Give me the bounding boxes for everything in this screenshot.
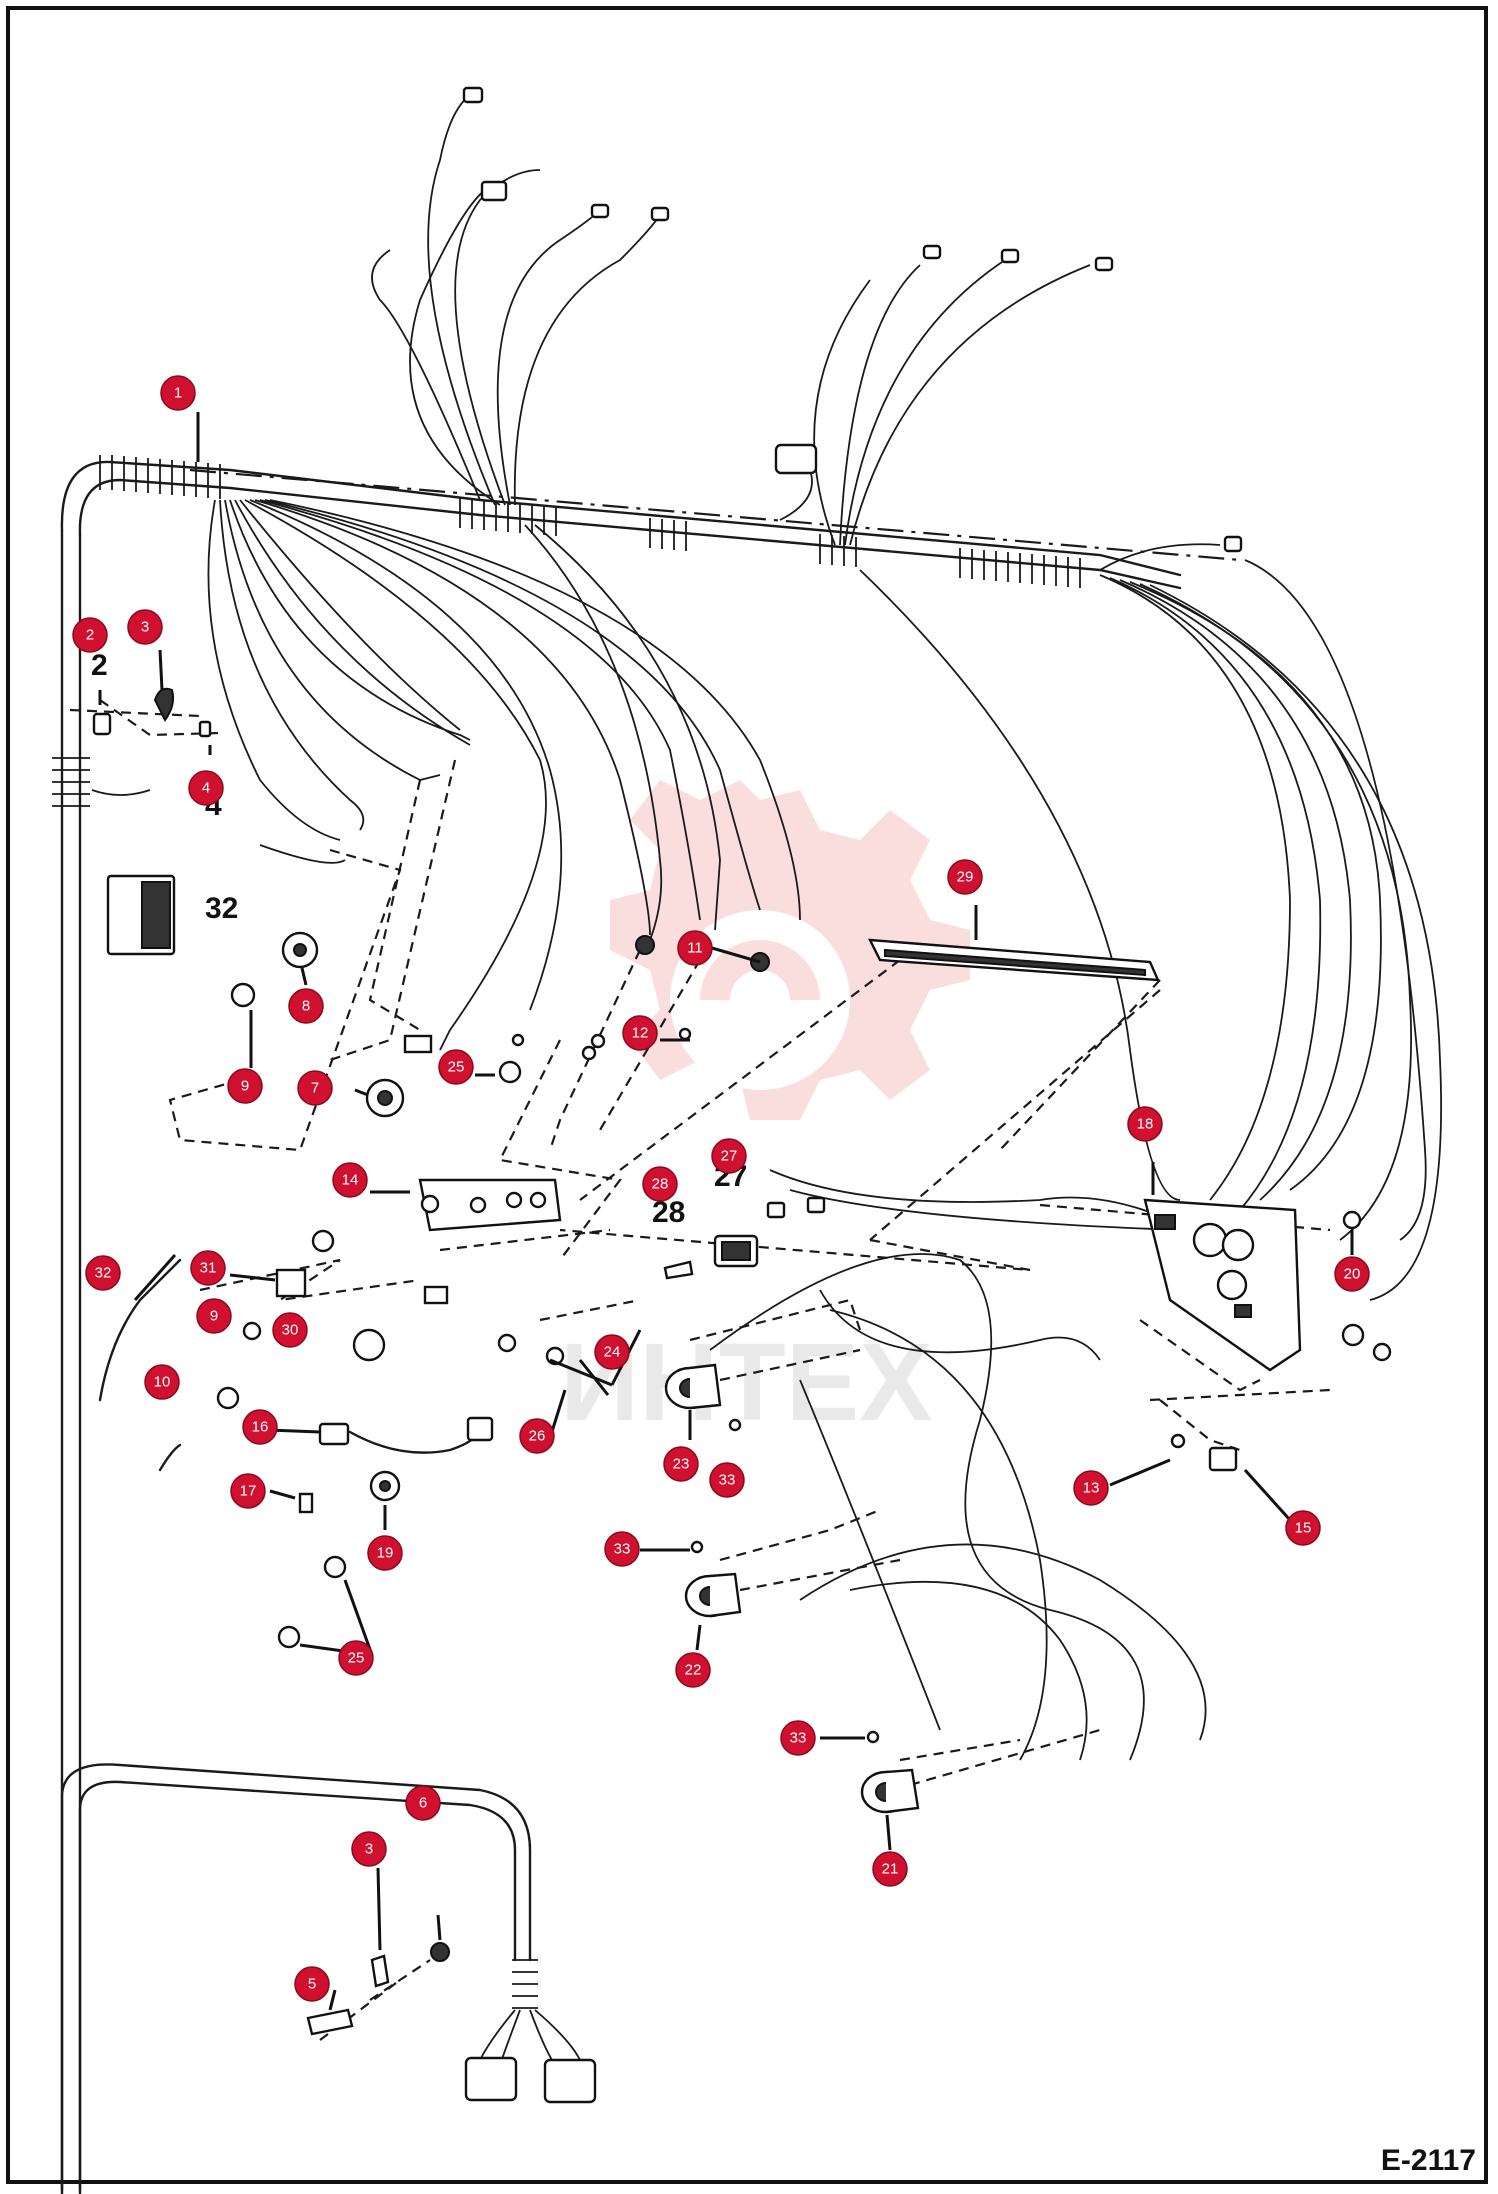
callout-16: 16: [242, 1409, 278, 1445]
callout-11: 11: [677, 930, 713, 966]
callout-10: 10: [144, 1364, 180, 1400]
watermark-logo: [610, 780, 970, 1120]
svg-text:16: 16: [252, 1419, 269, 1436]
lower-harness-end: [60, 1763, 597, 2192]
callout-33-upper: 33: [709, 1462, 745, 1498]
svg-text:20: 20: [1344, 1266, 1361, 1283]
svg-text:2: 2: [86, 627, 94, 644]
callout-12: 12: [622, 1015, 658, 1051]
svg-text:28: 28: [652, 1176, 669, 1193]
main-harness: [52, 455, 1241, 2194]
callout-28: 28: [642, 1166, 678, 1202]
callout-6: 6: [405, 1785, 441, 1821]
svg-text:8: 8: [302, 998, 310, 1015]
svg-text:9: 9: [241, 1078, 249, 1095]
svg-text:32: 32: [95, 1265, 112, 1282]
callout-25-lower: 25: [338, 1640, 374, 1676]
callout-1: 1: [160, 375, 196, 411]
callout-25-middle: 25: [438, 1049, 474, 1085]
callout-19: 19: [367, 1535, 403, 1571]
callout-27: 27: [711, 1138, 747, 1174]
strip-light: [867, 938, 1160, 982]
svg-text:24: 24: [604, 1344, 621, 1361]
upper-connectors: [462, 86, 1243, 553]
svg-text:6: 6: [419, 1795, 427, 1812]
svg-text:14: 14: [342, 1172, 359, 1189]
part-number-32: 32: [205, 892, 238, 925]
callout-22: 22: [675, 1652, 711, 1688]
gauge-wires: [709, 1169, 1207, 1761]
svg-text:33: 33: [719, 1472, 736, 1489]
callout-18: 18: [1127, 1106, 1163, 1142]
svg-text:5: 5: [308, 1976, 316, 1993]
callout-32-upper: 32: [0, 0, 8, 9]
svg-text:27: 27: [721, 1148, 738, 1165]
svg-text:25: 25: [348, 1650, 365, 1667]
svg-text:25: 25: [448, 1059, 465, 1076]
gauges: [664, 1363, 920, 1814]
svg-text:29: 29: [957, 869, 974, 886]
callout-7: 7: [297, 1070, 333, 1106]
callout-32-lower: 32: [85, 1255, 121, 1291]
callout-24: 24: [594, 1334, 630, 1370]
callout-3-lower: 3: [351, 1831, 387, 1867]
svg-text:33: 33: [790, 1730, 807, 1747]
connector-27: [663, 1196, 826, 1280]
callout-21: 21: [872, 1851, 908, 1887]
svg-text:10: 10: [154, 1374, 171, 1391]
callout-9-upper: 9: [227, 1068, 263, 1104]
svg-text:30: 30: [282, 1322, 299, 1339]
svg-text:11: 11: [687, 940, 703, 957]
callout-33-lower: 33: [780, 1720, 816, 1756]
callout-2: 2: [72, 617, 108, 653]
svg-text:15: 15: [1295, 1520, 1312, 1537]
svg-text:33: 33: [614, 1541, 631, 1558]
assembly-lines: [69, 699, 1331, 2041]
callout-3: 3: [127, 609, 163, 645]
callout-4: 4: [188, 770, 224, 806]
left-branch-wires: [207, 499, 801, 1051]
callout-33-middle: 33: [604, 1531, 640, 1567]
figure-code: E-2117: [1380, 2144, 1476, 2177]
callout-29: 29: [947, 859, 983, 895]
svg-text:1: 1: [174, 385, 182, 402]
part-number-2: 2: [91, 649, 108, 682]
svg-text:7: 7: [311, 1080, 319, 1097]
callout-14: 14: [332, 1162, 368, 1198]
callout-9-lower: 9: [196, 1298, 232, 1334]
svg-text:13: 13: [1083, 1480, 1100, 1497]
upper-branch-wires: [371, 94, 1221, 571]
svg-text:23: 23: [673, 1456, 690, 1473]
svg-text:31: 31: [200, 1260, 217, 1277]
svg-text:4: 4: [202, 780, 210, 797]
svg-text:18: 18: [1137, 1116, 1154, 1133]
svg-text:3: 3: [141, 619, 149, 636]
callout-13: 13: [1073, 1470, 1109, 1506]
svg-text:19: 19: [377, 1545, 394, 1562]
callout-26: 26: [519, 1418, 555, 1454]
callout-17: 17: [230, 1473, 266, 1509]
svg-text:21: 21: [882, 1861, 899, 1878]
svg-text:12: 12: [632, 1025, 649, 1042]
svg-text:17: 17: [240, 1483, 257, 1500]
callout-15: 15: [1285, 1510, 1321, 1546]
callout-8: 8: [288, 988, 324, 1024]
left-components: [91, 687, 770, 1649]
svg-text:9: 9: [210, 1308, 218, 1325]
callout-30: 30: [272, 1312, 308, 1348]
instrument-panel: [1143, 1198, 1392, 1472]
svg-text:3: 3: [365, 1841, 373, 1858]
callout-31: 31: [190, 1250, 226, 1286]
svg-text:22: 22: [685, 1662, 702, 1679]
callout-23: 23: [663, 1446, 699, 1482]
callout-20: 20: [1334, 1256, 1370, 1292]
svg-text:26: 26: [529, 1428, 546, 1445]
callout-5: 5: [294, 1966, 330, 2002]
